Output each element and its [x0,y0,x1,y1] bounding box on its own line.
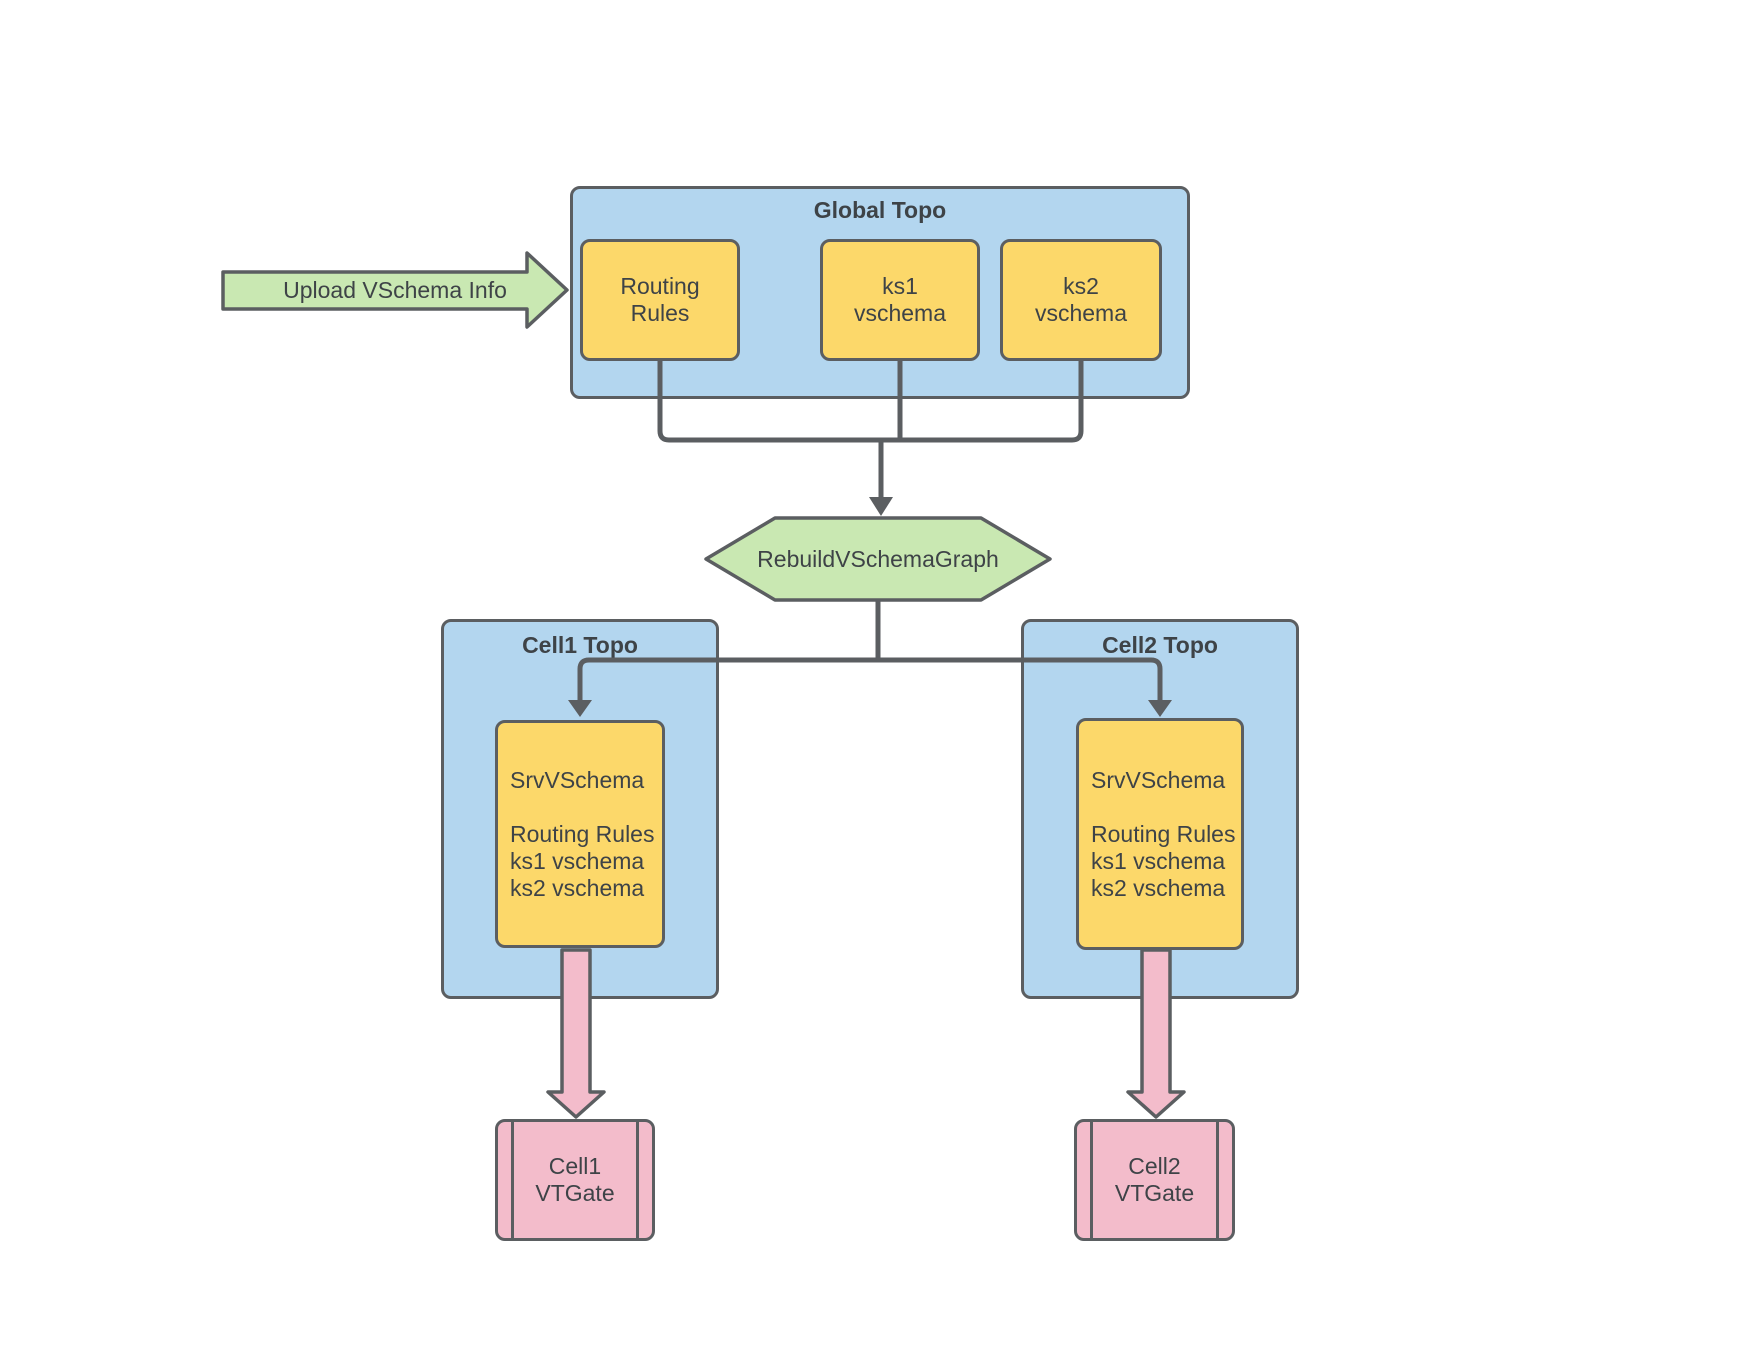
cell1-srv-ks2: ks2 vschema [510,874,645,901]
cell2-vtgate-arrow-shape [1126,948,1186,1119]
node-routing-rules: Routing Rules [580,239,740,361]
cell2-vtgate-left-bar [1090,1122,1093,1238]
cell1-vtgate-right-bar [636,1122,639,1238]
cell1-srv-line: SrvVSchema [510,766,645,793]
node-routing-rules-line1: Routing [620,273,700,299]
cell1-topo-title: Cell1 Topo [522,632,638,658]
rebuild-hexagon-label: RebuildVSchemaGraph [757,546,999,572]
cell1-vtgate-line2: VTGate [535,1180,615,1206]
cell2-vtgate-line1: Cell2 [1128,1153,1181,1179]
arrowhead-into-hexagon [869,497,893,516]
cell1-vtgate-left-bar [511,1122,514,1238]
cell2-srv-ks2: ks2 vschema [1091,874,1226,901]
cell1-srvvschema-node: SrvVSchema Routing Rules ks1 vschema ks2… [495,720,665,948]
node-ks1-vschema: ks1 vschema [820,239,980,361]
connector-global-bracket [657,361,1084,443]
upload-arrow-label: Upload VSchema Info [283,277,507,303]
cell2-srv-line: SrvVSchema [1091,766,1226,793]
cell2-srv-ks1: ks1 vschema [1091,847,1226,874]
cell1-vtgate-node: Cell1 VTGate [495,1119,655,1241]
cell2-vtgate-line2: VTGate [1114,1180,1195,1206]
cell2-vtgate-node: Cell2 VTGate [1074,1119,1235,1241]
node-ks1-line1: ks1 [882,273,918,299]
cell2-vtgate-right-bar [1216,1122,1219,1238]
connector-cell-split [577,657,1163,700]
cell2-srv-routing-rules: Routing Rules [1091,820,1236,847]
cell2-srvvschema-node: SrvVSchema Routing Rules ks1 vschema ks2… [1076,718,1244,950]
global-topo-title: Global Topo [813,197,947,223]
rebuild-hexagon-shape [704,516,1052,602]
cell1-vtgate-arrow-shape [546,948,606,1119]
cell2-topo-title: Cell2 Topo [1102,632,1218,658]
cell1-srv-ks1: ks1 vschema [510,847,645,874]
arrowhead-into-cell2 [1148,700,1172,717]
upload-arrow-shape [221,251,569,329]
node-ks2-line1: ks2 [1063,273,1099,299]
node-ks2-line2: vschema [1034,300,1128,326]
cell1-srv-routing-rules: Routing Rules [510,820,655,847]
node-ks1-line2: vschema [853,300,947,326]
node-ks2-vschema: ks2 vschema [1000,239,1162,361]
node-routing-rules-line2: Rules [630,300,690,326]
arrowhead-into-cell1 [568,700,592,717]
cell1-vtgate-line1: Cell1 [548,1153,602,1179]
